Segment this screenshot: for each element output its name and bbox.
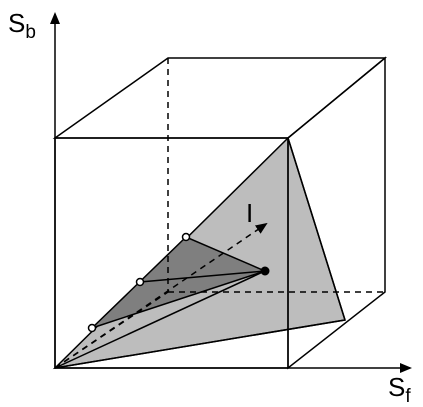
horizontal-axis-label: Sf	[388, 372, 411, 407]
horizontal-axis-label-sub: f	[405, 386, 411, 407]
intensity-axis	[54, 222, 268, 369]
dark-triangle-edge	[139, 270, 266, 283]
vertical-axis-label-main: S	[8, 8, 25, 38]
cube-right-face	[287, 56, 386, 370]
light-plane-edge-right	[287, 137, 346, 321]
open-point-2	[135, 277, 145, 287]
filled-point	[260, 266, 270, 276]
open-point-3	[181, 232, 191, 242]
light-plane-edge-inner	[54, 270, 266, 369]
vertical-axis-label-sub: b	[25, 22, 36, 43]
open-point-1	[87, 323, 97, 333]
horizontal-axis-label-main: S	[388, 372, 405, 402]
light-plane-edge-bottom	[54, 319, 346, 369]
diagonal-axis-label: I	[246, 198, 253, 228]
vertical-axis-label: Sb	[8, 8, 36, 43]
